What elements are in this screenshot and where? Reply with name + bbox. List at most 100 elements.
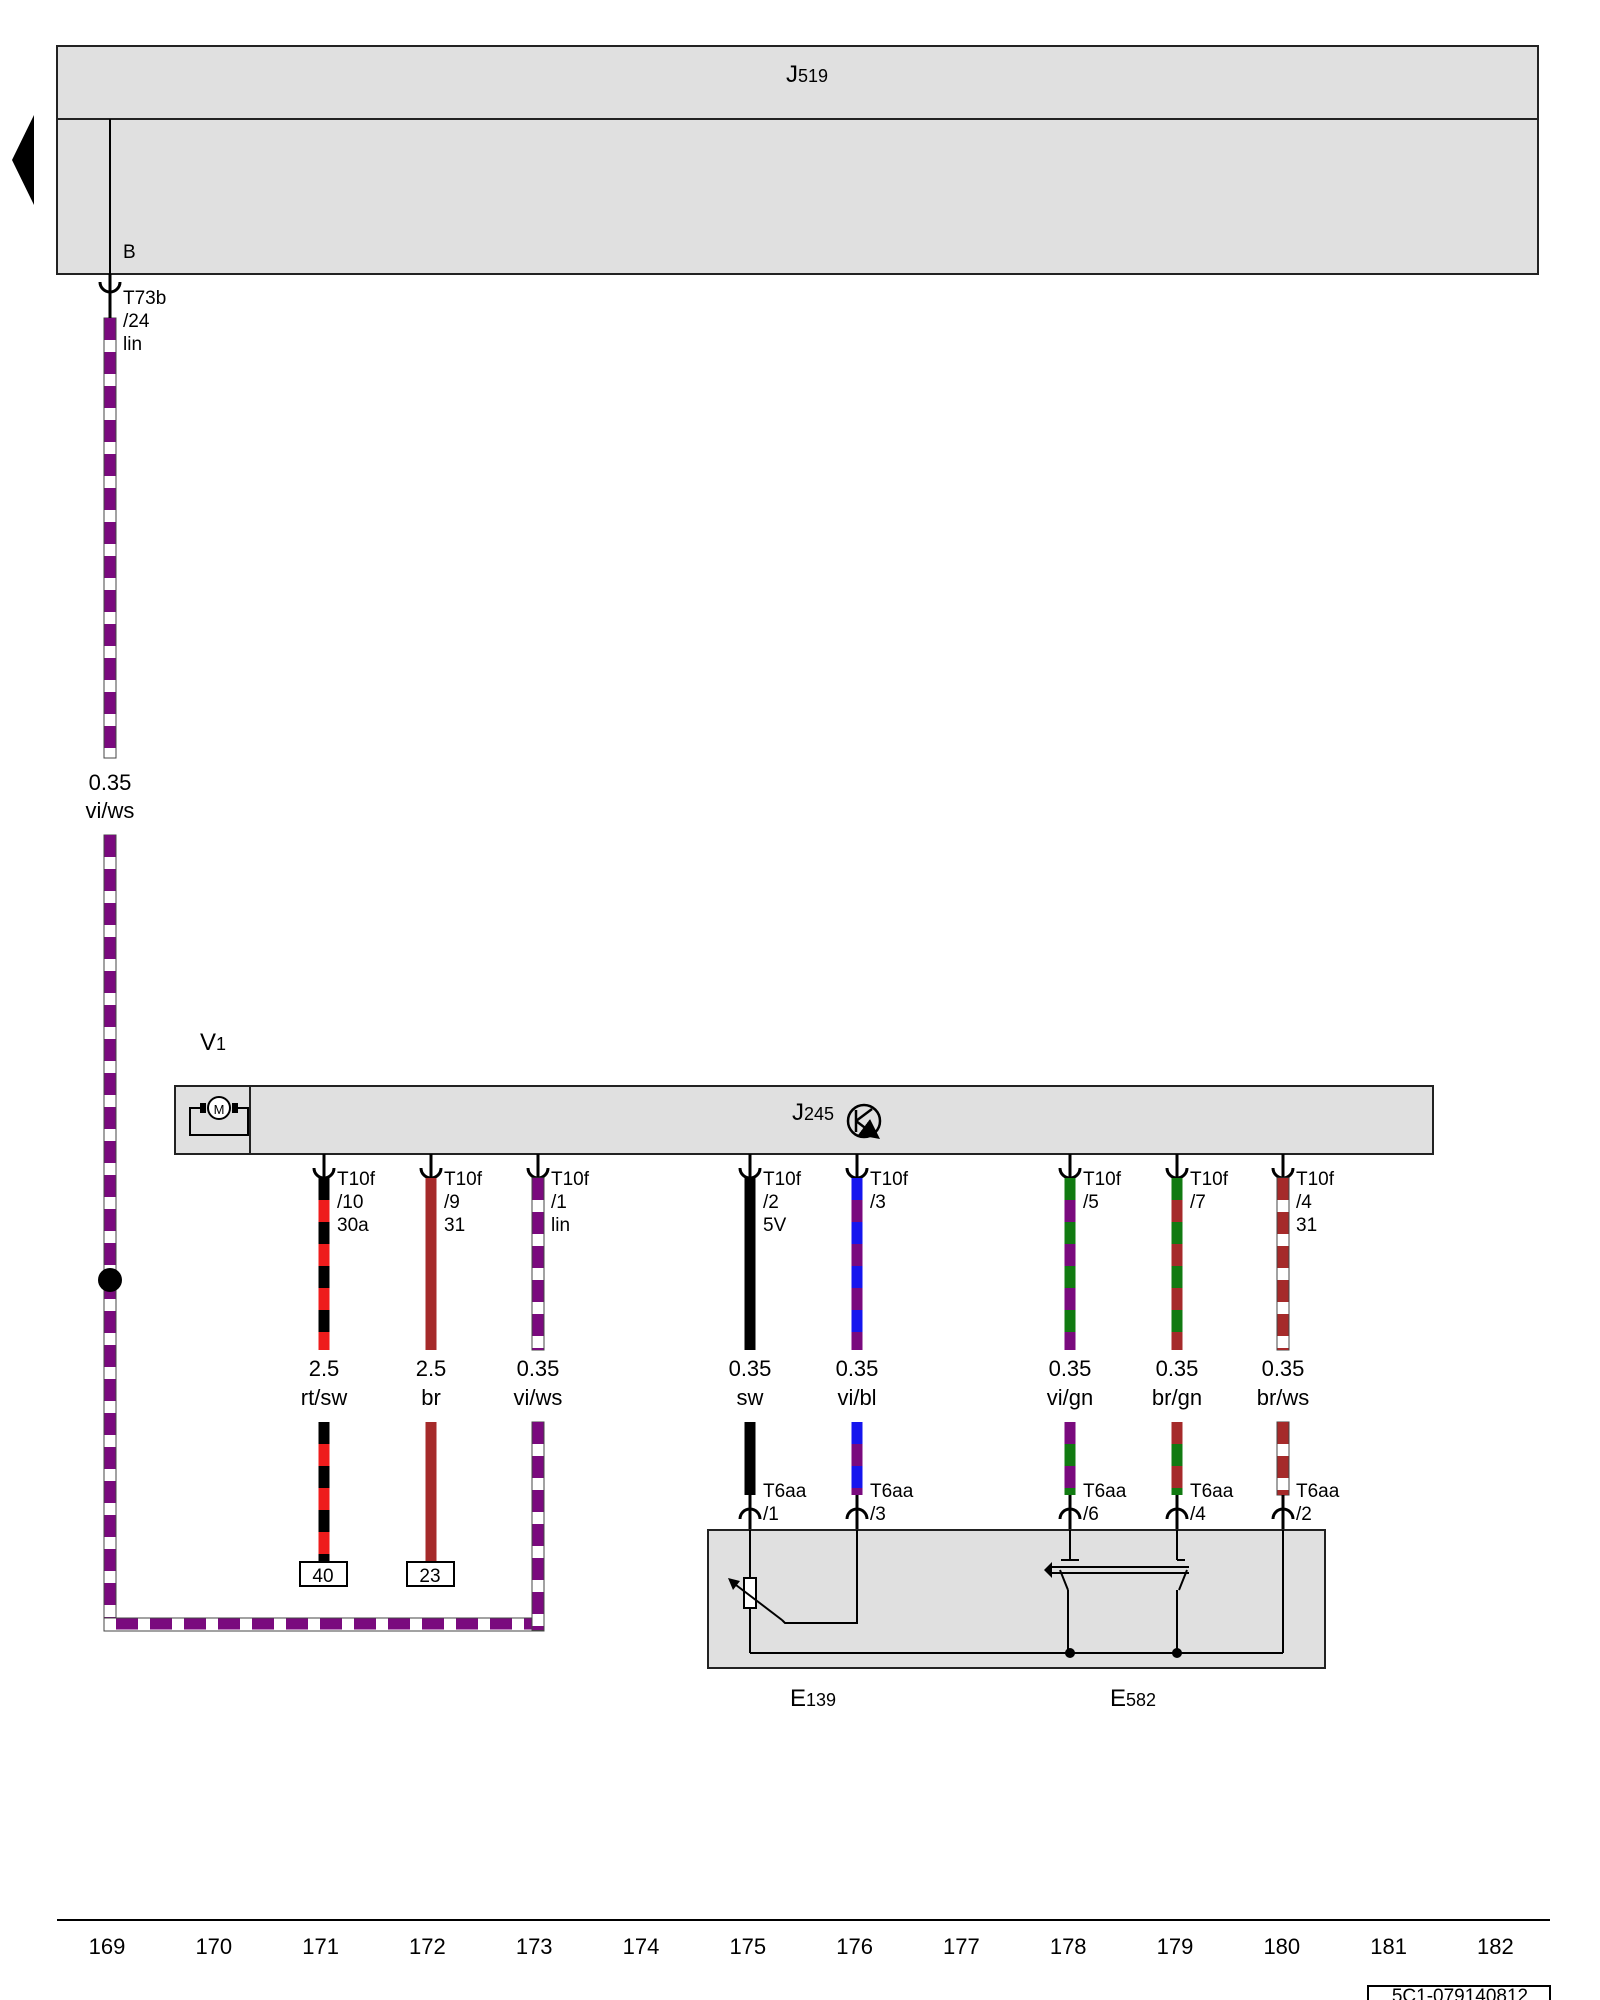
- svg-text:T6aa: T6aa: [870, 1481, 914, 1502]
- document-id: 5C1-079140812: [1367, 1985, 1551, 2000]
- column-number: 174: [623, 1934, 660, 1959]
- wire-main-vi-ws[interactable]: [103, 317, 545, 1632]
- column-number: 182: [1477, 1934, 1514, 1959]
- svg-text:T10f: T10f: [551, 1169, 590, 1190]
- wire-173-color: vi/ws: [514, 1385, 563, 1410]
- connector-t10f-10[interactable]: T10f /10 30a: [312, 1154, 376, 1236]
- column-number: 169: [89, 1934, 126, 1959]
- wire-172-color: br: [421, 1385, 441, 1410]
- column-numbers: 169 170 171 172 173 174 175 176 177 178 179 180 181 1…: [89, 1934, 1514, 1959]
- svg-text:31: 31: [444, 1215, 465, 1236]
- wire-180-size: 0.35: [1262, 1356, 1305, 1381]
- column-number: 171: [302, 1934, 339, 1959]
- connector-t73b[interactable]: T73b /24 lin: [98, 274, 166, 355]
- wire-175-size: 0.35: [729, 1356, 772, 1381]
- svg-text:lin: lin: [123, 334, 142, 355]
- motor-icon: M: [189, 1096, 249, 1136]
- svg-text:/4: /4: [1190, 1504, 1206, 1525]
- svg-text:40: 40: [312, 1566, 333, 1587]
- connector-t10f-1[interactable]: T10f /1 lin: [526, 1154, 590, 1236]
- svg-text:/9: /9: [444, 1192, 460, 1213]
- v1-label: V1: [200, 1029, 226, 1056]
- svg-text:T10f: T10f: [337, 1169, 376, 1190]
- main-wire-color: vi/ws: [86, 798, 135, 823]
- connector-t6aa-3[interactable]: T6aa /3: [845, 1481, 914, 1530]
- svg-text:/4: /4: [1296, 1192, 1312, 1213]
- wire-180-color: br/ws: [1257, 1385, 1310, 1410]
- svg-text:T10f: T10f: [1083, 1169, 1122, 1190]
- wire-179-size: 0.35: [1156, 1356, 1199, 1381]
- svg-text:5C1-079140812: 5C1-079140812: [1392, 1986, 1528, 2000]
- wire-176-color: vi/bl: [837, 1385, 876, 1410]
- svg-text:T6aa: T6aa: [1190, 1481, 1234, 1502]
- j245-label: J245: [792, 1099, 834, 1126]
- svg-text:/1: /1: [763, 1504, 779, 1525]
- svg-text:5V: 5V: [763, 1215, 787, 1236]
- wire-173-vi-ws-lower[interactable]: [531, 1421, 545, 1631]
- connector-t6aa-6[interactable]: T6aa /6: [1058, 1481, 1127, 1530]
- connector-t10f-9[interactable]: T10f /9 31: [419, 1154, 483, 1236]
- svg-text:T6aa: T6aa: [1083, 1481, 1127, 1502]
- reference-box-40[interactable]: 40: [299, 1561, 348, 1587]
- connector-t10f-3[interactable]: T10f /3: [845, 1154, 909, 1213]
- control-unit-j245[interactable]: M J245: [174, 1085, 1434, 1155]
- connector-t6aa-1[interactable]: T6aa /1: [738, 1481, 807, 1530]
- wire-171-size: 2.5: [309, 1356, 340, 1381]
- connector-t6aa-2[interactable]: T6aa /2: [1271, 1481, 1340, 1530]
- svg-text:/5: /5: [1083, 1192, 1099, 1213]
- svg-text:lin: lin: [551, 1215, 570, 1236]
- svg-text:23: 23: [419, 1566, 440, 1587]
- wire-172-size: 2.5: [416, 1356, 447, 1381]
- wire-179-color: br/gn: [1152, 1385, 1202, 1410]
- wire-180-br-ws-lower[interactable]: [1276, 1421, 1290, 1496]
- column-number: 180: [1263, 1934, 1300, 1959]
- reference-box-23[interactable]: 23: [406, 1561, 455, 1587]
- j519-label: J519: [786, 61, 828, 88]
- connector-t10f-5[interactable]: T10f /5: [1058, 1154, 1122, 1213]
- pin-b-label: B: [123, 242, 136, 263]
- switch-icon: [750, 1530, 1284, 1658]
- wire-173-size: 0.35: [517, 1356, 560, 1381]
- switch-unit-e139-e582[interactable]: [707, 1529, 1326, 1669]
- wire-178-size: 0.35: [1049, 1356, 1092, 1381]
- svg-text:T10f: T10f: [763, 1169, 802, 1190]
- svg-text:/2: /2: [763, 1192, 779, 1213]
- previous-page-arrow[interactable]: [12, 115, 34, 205]
- svg-text:/1: /1: [551, 1192, 567, 1213]
- svg-text:30a: 30a: [337, 1215, 369, 1236]
- wire-178-color: vi/gn: [1047, 1385, 1093, 1410]
- svg-text:T10f: T10f: [444, 1169, 483, 1190]
- wire-176-size: 0.35: [836, 1356, 879, 1381]
- svg-text:T6aa: T6aa: [763, 1481, 807, 1502]
- column-number: 178: [1050, 1934, 1087, 1959]
- svg-text:T73b: T73b: [123, 288, 166, 309]
- svg-text:T10f: T10f: [1190, 1169, 1229, 1190]
- control-unit-j519[interactable]: J519 B: [56, 45, 1539, 275]
- column-number: 177: [943, 1934, 980, 1959]
- transistor-icon: [846, 1103, 882, 1139]
- e582-label: E582: [1110, 1685, 1156, 1712]
- svg-text:M: M: [214, 1102, 225, 1117]
- main-wire-size: 0.35: [89, 770, 132, 795]
- wire-171-color: rt/sw: [301, 1385, 348, 1410]
- svg-text:/10: /10: [337, 1192, 363, 1213]
- wire-173-vi-ws-upper[interactable]: [531, 1177, 545, 1351]
- svg-text:/2: /2: [1296, 1504, 1312, 1525]
- column-number: 170: [195, 1934, 232, 1959]
- svg-text:31: 31: [1296, 1215, 1317, 1236]
- column-number: 172: [409, 1934, 446, 1959]
- wire-175-color: sw: [737, 1385, 764, 1410]
- potentiometer-icon: [728, 1530, 858, 1653]
- svg-text:T10f: T10f: [1296, 1169, 1335, 1190]
- column-number: 176: [836, 1934, 873, 1959]
- svg-text:T6aa: T6aa: [1296, 1481, 1340, 1502]
- column-number: 181: [1370, 1934, 1407, 1959]
- column-number: 175: [729, 1934, 766, 1959]
- column-number: 173: [516, 1934, 553, 1959]
- column-number: 179: [1157, 1934, 1194, 1959]
- wire-180-br-ws-upper[interactable]: [1276, 1177, 1290, 1351]
- connector-t10f-7[interactable]: T10f /7: [1165, 1154, 1229, 1213]
- connector-t6aa-4[interactable]: T6aa /4: [1165, 1481, 1234, 1530]
- svg-text:T10f: T10f: [870, 1169, 909, 1190]
